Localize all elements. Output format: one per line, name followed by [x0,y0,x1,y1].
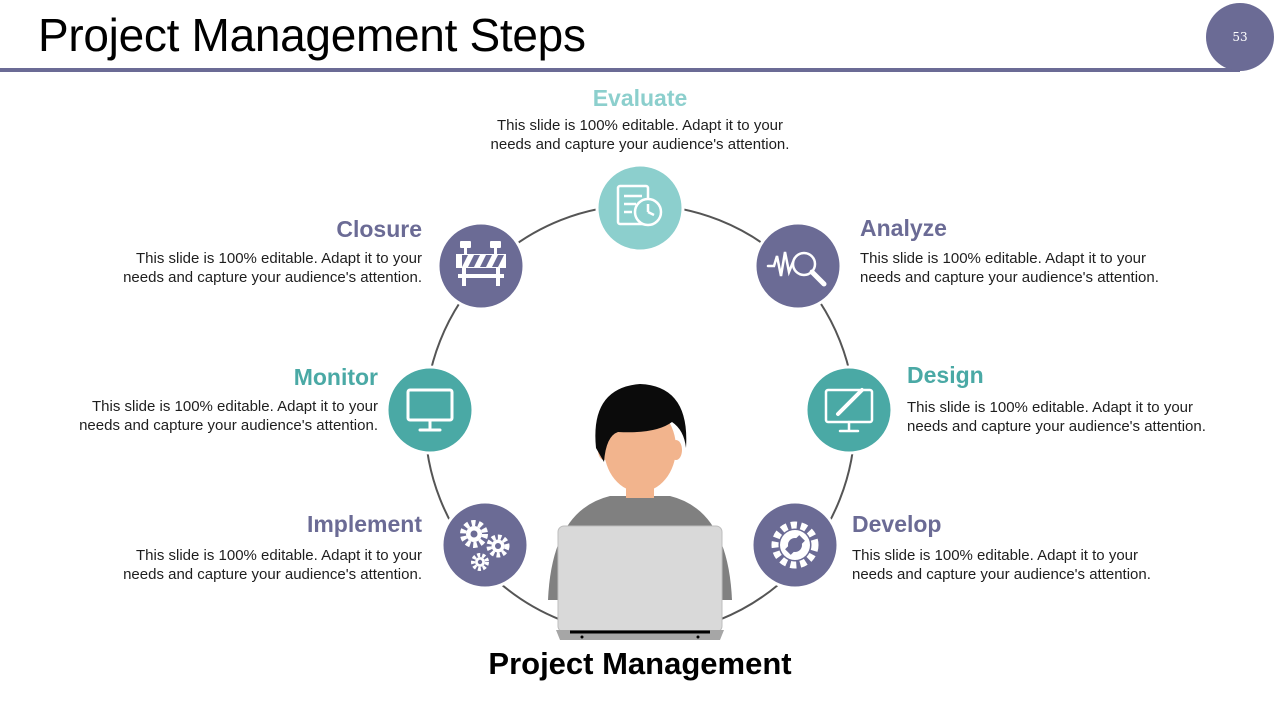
step-desc-line: This slide is 100% editable. Adapt it to… [136,547,422,564]
page-number: 53 [1232,30,1248,44]
develop-node[interactable] [750,500,840,590]
step-title-analyze: Analyze [860,215,947,241]
step-desc-line: needs and capture your audience's attent… [123,566,422,583]
step-desc-line: needs and capture your audience's attent… [79,417,378,434]
gears-icon [460,520,510,571]
step-desc-implement: This slide is 100% editable. Adapt it to… [22,546,422,584]
barrier-icon [456,241,506,286]
step-desc-line: needs and capture your audience's attent… [852,566,1151,583]
step-title-monitor: Monitor [293,364,378,390]
closure-node[interactable] [436,221,526,311]
step-desc-develop: This slide is 100% editable. Adapt it to… [852,546,1151,584]
step-title-design: Design [907,362,984,388]
step-desc-line: This slide is 100% editable. Adapt it to… [497,117,783,134]
step-desc-line: needs and capture your audience's attent… [907,418,1206,435]
slide-title: Project Management Steps [38,9,586,61]
checklist-clock-icon [616,184,663,227]
step-desc-evaluate: This slide is 100% editable. Adapt it to… [440,116,840,154]
step-desc-line: This slide is 100% editable. Adapt it to… [852,547,1138,564]
evaluate-node[interactable] [595,163,685,253]
step-desc-line: needs and capture your audience's attent… [860,269,1159,286]
design-node[interactable] [804,365,894,455]
implement-node[interactable] [440,500,530,590]
step-desc-analyze: This slide is 100% editable. Adapt it to… [860,249,1159,287]
title-divider [0,68,1240,72]
step-desc-line: needs and capture your audience's attent… [123,269,422,286]
step-desc-design: This slide is 100% editable. Adapt it to… [907,398,1206,436]
monitor-node[interactable] [385,365,475,455]
step-desc-line: This slide is 100% editable. Adapt it to… [860,250,1146,267]
monitor-icon [406,388,454,432]
step-desc-line: This slide is 100% editable. Adapt it to… [136,250,422,267]
wave-magnifier-icon [766,251,827,287]
analyze-node[interactable] [753,221,843,311]
step-title-evaluate: Evaluate [592,85,688,111]
step-title-implement: Implement [306,511,422,537]
step-desc-line: needs and capture your audience's attent… [490,136,790,153]
person-hair [595,384,687,462]
center-label: Project Management [488,646,792,681]
step-title-develop: Develop [852,511,942,537]
page-number-badge: 53 [1206,3,1274,71]
laptop-lid [557,525,723,633]
step-desc-line: This slide is 100% editable. Adapt it to… [907,399,1193,416]
step-desc-monitor: This slide is 100% editable. Adapt it to… [0,397,378,435]
step-desc-line: This slide is 100% editable. Adapt it to… [92,398,378,415]
step-title-closure: Closure [336,216,422,242]
step-desc-closure: This slide is 100% editable. Adapt it to… [22,249,422,287]
wrench-gear-icon [771,521,819,569]
monitor-pen-icon [824,388,874,433]
person-laptop-illustration [548,384,732,640]
